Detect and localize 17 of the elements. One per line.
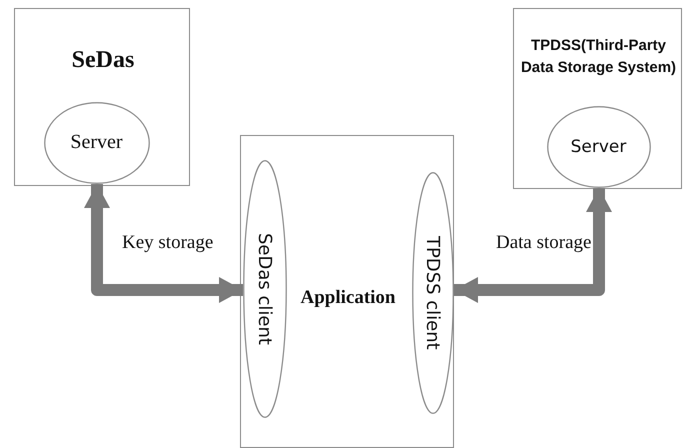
system-box (240, 135, 454, 448)
double-arrow (84, 184, 243, 303)
edge-label: Data storage (496, 232, 592, 254)
component-ellipse (44, 102, 150, 184)
edge-label: Key storage (122, 232, 214, 254)
component-ellipse (242, 160, 286, 418)
system-title: SeDas (70, 46, 136, 75)
component-ellipse (546, 106, 650, 188)
double-arrow (454, 188, 612, 303)
component-label: SeDas client (254, 232, 275, 344)
system-box (14, 8, 190, 186)
component-label: TPDSS client (422, 236, 443, 350)
component-label: Server (570, 136, 626, 156)
component-ellipse (412, 172, 454, 414)
system-box (513, 8, 682, 189)
system-title: TPDSS(Third-Party Data Storage System) (520, 36, 678, 78)
component-label: Server (70, 131, 123, 154)
